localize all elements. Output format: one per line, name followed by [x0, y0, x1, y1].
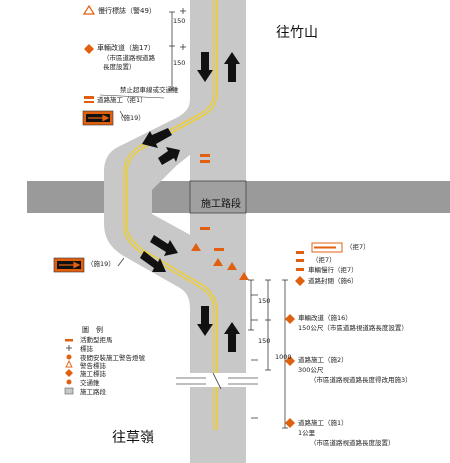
dim-right-2: 150 — [258, 337, 271, 345]
dim-top-1: 150 — [173, 17, 186, 25]
arrow-sw — [142, 128, 172, 148]
sign-label-4: 道路施工（拒1） — [97, 96, 147, 104]
road-break — [186, 373, 250, 387]
arrow-north-1 — [224, 52, 240, 82]
right-label-4: 道路封閉（施6） — [308, 277, 358, 285]
work-zone — [189, 180, 247, 214]
right-label-5b: 150公尺（市區道路視道路長度設置） — [298, 324, 408, 332]
arrow-north-2 — [224, 322, 240, 352]
legend-item-7: 施工路段 — [80, 388, 106, 396]
sign-label-3: 禁止超車線或交通錐 — [120, 86, 179, 94]
barricades — [191, 154, 249, 280]
dim-right-total: 1000 — [275, 353, 292, 361]
arrow-se-1 — [150, 235, 178, 256]
detour-board-1 — [82, 110, 114, 126]
cone — [191, 243, 201, 251]
legend-item-2: 標誌 — [80, 345, 93, 353]
legend-item-5: 施工標誌 — [80, 370, 106, 378]
detour-board-2 — [53, 257, 85, 273]
legend-title: 圖 例 — [82, 326, 103, 334]
detour-road — [104, 98, 246, 330]
arrow-south-1 — [197, 52, 213, 82]
right-dimensions — [248, 279, 288, 429]
right-label-7c: （市區道路視道路長度設置） — [310, 439, 395, 447]
legend-symbols — [64, 339, 74, 395]
arrow-south-2 — [197, 306, 213, 336]
arrow-se-2 — [140, 251, 166, 272]
work-zone-label: 施工路段 — [201, 198, 241, 210]
right-label-5: 車輛改道（施16） — [298, 314, 352, 322]
dim-top-2: 150 — [173, 59, 186, 67]
warning-sign-icon — [82, 4, 96, 15]
sign-label-6: （施19） — [87, 260, 115, 268]
right-label-2: （拒7） — [312, 256, 336, 264]
right-signs — [285, 242, 343, 428]
legend-item-4: 警告標誌 — [80, 362, 106, 370]
south-label: 往草嶺 — [112, 430, 154, 446]
sign-label-1: 慢行標誌（警49） — [98, 7, 156, 15]
right-label-3: 車輛慢行（拒7） — [308, 266, 358, 274]
right-label-1: （拒7） — [346, 243, 370, 251]
arrow-ne — [158, 147, 180, 165]
right-label-6c: （市區道路視道路長度得改用施3） — [310, 376, 412, 384]
barricade-sign-icon — [84, 96, 94, 99]
construction-sign-icon — [84, 44, 94, 54]
legend-item-3: 夜間安裝施工警告燈號 — [80, 354, 145, 362]
sign-label-2: 車輛改道（施17） — [97, 44, 155, 52]
right-label-6b: 300公尺 — [298, 366, 324, 374]
north-label: 往竹山 — [276, 25, 318, 41]
left-sign-posts — [169, 8, 186, 91]
sign-label-2b: （市區道路視道路 — [103, 54, 155, 62]
legend-item-1: 活動型拒馬 — [80, 336, 113, 344]
right-label-6: 道路施工（施2） — [298, 356, 348, 364]
sign-label-5: （施19） — [117, 114, 145, 122]
dim-right-1: 150 — [258, 297, 271, 305]
main-road — [190, 0, 246, 463]
traffic-arrows — [140, 52, 240, 352]
center-lines — [123, 0, 218, 430]
sign-label-2c: 長度設置） — [103, 63, 136, 71]
legend-item-6: 交通錐 — [80, 379, 100, 387]
right-label-7b: 1公里 — [298, 429, 316, 437]
barricade — [200, 154, 210, 157]
right-label-7: 道路施工（施1） — [298, 419, 348, 427]
